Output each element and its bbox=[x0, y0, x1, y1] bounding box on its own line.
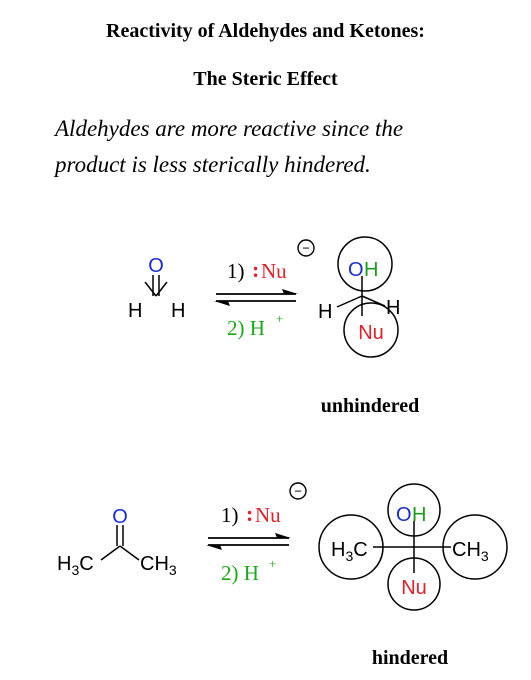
product-hydrogen-left-label: H bbox=[318, 301, 332, 323]
product-2-nucleophile-label: Nu bbox=[401, 577, 427, 599]
negative-charge-icon bbox=[297, 239, 315, 257]
reaction-1-conditions: 1) : Nu − 2) H + bbox=[214, 239, 315, 340]
bond-h-right bbox=[155, 281, 168, 297]
reverse-arrow-head-2 bbox=[206, 545, 222, 550]
product-2-methyl-right-ch: CH bbox=[452, 539, 481, 561]
negative-charge-sign: − bbox=[302, 241, 310, 256]
hydrogen-right-label: H bbox=[171, 300, 185, 322]
step-2-proton-charge: + bbox=[276, 311, 283, 326]
title-line-2: The Steric Effect bbox=[193, 68, 338, 90]
step-2-proton-charge-2: + bbox=[269, 556, 276, 571]
product-2-methyl-left-subscript: 3 bbox=[345, 548, 353, 564]
ketone-oxygen-label: O bbox=[112, 506, 128, 528]
description-line-2: product is less sterically hindered. bbox=[55, 152, 371, 177]
bond-c-h-left bbox=[336, 295, 363, 308]
product-2-methyl-left-h: H bbox=[331, 539, 345, 561]
description-line-1: Aldehydes are more reactive since the bbox=[55, 116, 404, 141]
caption-hindered: hindered bbox=[372, 647, 448, 669]
step-2-label: 2) H bbox=[227, 316, 265, 340]
nucleophile-label-2: Nu bbox=[255, 503, 281, 527]
acetone-structure: O H3C CH3 bbox=[57, 506, 177, 578]
bond-c-h-right bbox=[361, 295, 386, 307]
title-line-1: Reactivity of Aldehydes and Ketones: bbox=[106, 20, 425, 42]
reaction-2-product: O H H3C CH3 Nu bbox=[318, 483, 508, 611]
product-oxygen-label: O bbox=[348, 259, 364, 281]
reaction-1-product: O H H H Nu bbox=[318, 236, 400, 358]
methyl-right-subscript: 3 bbox=[169, 562, 177, 578]
product-2-methyl-left-c: C bbox=[353, 539, 367, 561]
forward-arrow-head-2 bbox=[275, 533, 291, 538]
product-2-oh-hydrogen-label: H bbox=[412, 504, 426, 526]
formaldehyde-structure: O H H bbox=[128, 255, 185, 322]
methyl-left-subscript: 3 bbox=[71, 562, 79, 578]
product-2-oxygen-label: O bbox=[396, 504, 412, 526]
step-1-number: 1) bbox=[227, 259, 245, 283]
nu-group-circle bbox=[343, 302, 399, 358]
negative-charge-icon-2 bbox=[289, 482, 307, 500]
bond-ch3-right bbox=[119, 545, 140, 561]
oxygen-atom-label: O bbox=[148, 255, 164, 277]
product-nucleophile-label: Nu bbox=[358, 322, 384, 344]
product-hydrogen-right-label: H bbox=[386, 297, 400, 319]
product-2-methyl-left-label: H3C bbox=[331, 539, 368, 564]
hydrogen-left-label: H bbox=[128, 300, 142, 322]
methyl-right-label: CH3 bbox=[140, 553, 177, 578]
bond-h-left bbox=[144, 281, 157, 297]
methyl-left-label: H3C bbox=[57, 553, 94, 578]
product-2-methyl-right-subscript: 3 bbox=[481, 548, 489, 564]
nucleophile-label: Nu bbox=[261, 259, 287, 283]
oh-group-circle bbox=[337, 236, 393, 292]
product-2-methyl-right-label: CH3 bbox=[452, 539, 489, 564]
caption-unhindered: unhindered bbox=[321, 395, 420, 417]
nucleophile-lone-pair: : bbox=[252, 257, 259, 282]
reverse-arrow-head bbox=[214, 301, 230, 306]
product-oh-hydrogen-label: H bbox=[364, 259, 378, 281]
methyl-left-c: C bbox=[79, 553, 93, 575]
negative-charge-sign-2: − bbox=[294, 484, 302, 499]
bond-ch3-left bbox=[100, 545, 121, 561]
forward-arrow-head bbox=[282, 289, 298, 294]
step-2-label-2: 2) H bbox=[221, 561, 259, 585]
methyl-left-h: H bbox=[57, 553, 71, 575]
nucleophile-lone-pair-2: : bbox=[246, 501, 253, 526]
methyl-right-ch: CH bbox=[140, 553, 169, 575]
step-1-number-2: 1) bbox=[221, 503, 239, 527]
reaction-2-conditions: 1) : Nu − 2) H + bbox=[206, 482, 307, 585]
